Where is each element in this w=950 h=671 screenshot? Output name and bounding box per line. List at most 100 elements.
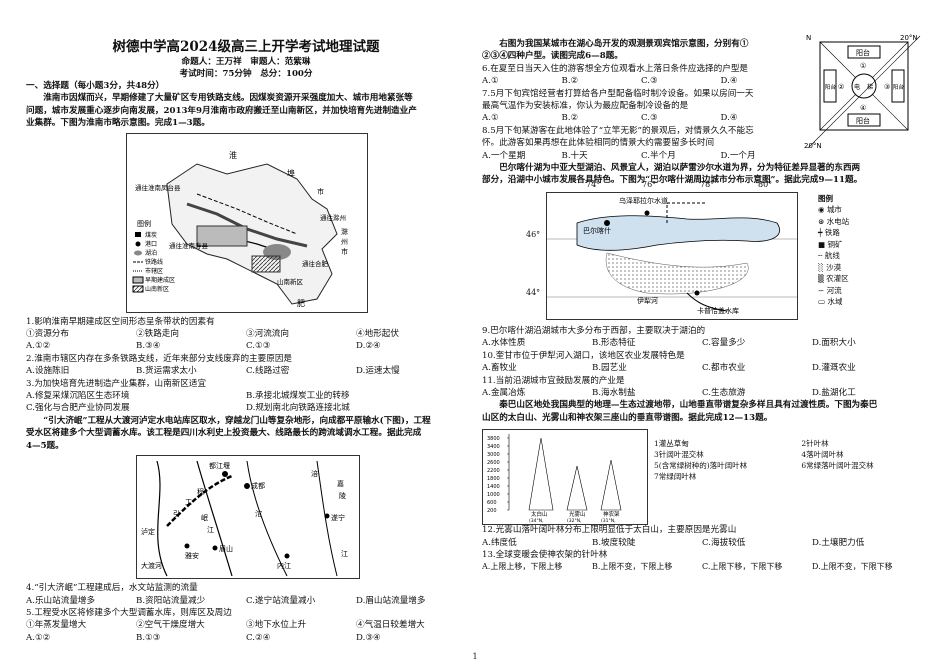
option: B.② bbox=[561, 76, 579, 87]
lat-label: 20°N bbox=[900, 34, 918, 42]
unit-label: ① bbox=[860, 62, 866, 70]
option: D.面积大小 bbox=[812, 338, 856, 349]
option: C.线路过密 bbox=[246, 366, 290, 377]
legend-item: 湖泊 bbox=[145, 249, 157, 257]
question-8: 8.5月下旬某游客在此地体验了“立竿无影”的景观后，对情景久久不能忘 bbox=[482, 125, 754, 136]
legend-item: ◉ 城市 bbox=[818, 205, 842, 215]
mountain-lat: (34°N, bbox=[529, 518, 544, 524]
legend-item: 3针阔叶混交林 bbox=[654, 450, 704, 460]
river-min bbox=[196, 460, 233, 577]
intro-line: ②③④四种户型。读图完成6—8题。 bbox=[482, 51, 623, 62]
intro-line: 业集群。下图为淮南市略示意图。完成1—3题。 bbox=[26, 118, 210, 129]
question-8-cont: 怀。此游客如果再想在此体验相同的情景大约需要留多长时间 bbox=[482, 138, 715, 149]
label: 岷 bbox=[201, 513, 208, 522]
y-tick-label: 1800 bbox=[487, 476, 500, 482]
legend-title: 图例 bbox=[137, 219, 151, 228]
legend-label: 水域 bbox=[827, 297, 843, 307]
balkhash-map-svg: 74° 乌泽耶拉尔水道 巴尔喀什 卡普恰盖水库 伊犁河 bbox=[547, 187, 797, 315]
legend-item: 港口 bbox=[145, 240, 157, 248]
section-heading: 一、选择题（每小题3分，共48分） bbox=[26, 81, 165, 91]
legend: 煤炭 港口 湖泊 铁路线 市辖区 早期建成区 山南新区 bbox=[132, 231, 175, 293]
statement: ②铁路走向 bbox=[136, 329, 179, 340]
option: D.规划南北向铁路连接北城 bbox=[246, 403, 350, 414]
option: A.纬度低 bbox=[482, 537, 517, 548]
statement: ④气温日较差增大 bbox=[356, 620, 425, 631]
hotel-diagram-svg: N 20°N 20°N 阳台 阳台 阳台 阳台 ① ② ③ ④ 电 梯 bbox=[804, 34, 921, 150]
option: A.①② bbox=[26, 341, 51, 352]
y-tick-label: 1400 bbox=[487, 484, 500, 490]
mountain-name: 神农架 bbox=[603, 510, 620, 518]
exam-meta: 考试时间：75分钟 总分：100分 bbox=[179, 69, 313, 79]
y-tick-label: 2200 bbox=[487, 468, 500, 474]
mountain-name: 光雾山 bbox=[569, 510, 586, 518]
label-bu: 埠 bbox=[287, 168, 295, 178]
option: A.一个星期 bbox=[482, 150, 526, 161]
option: A.① bbox=[482, 76, 499, 87]
option: D.运速太慢 bbox=[356, 366, 400, 377]
option: D.盐湖化工 bbox=[812, 387, 856, 398]
option: A.乐山站流量增多 bbox=[26, 595, 96, 606]
label-chuzhou: 通往滁州 bbox=[320, 213, 346, 222]
lake-labels: 乌泽耶拉尔水道 巴尔喀什 卡普恰盖水库 伊犁河 bbox=[583, 196, 739, 315]
option: B.货运需求太小 bbox=[136, 366, 197, 377]
intro-line: 右图为我国某城市在湖心岛开发的观测景观宾馆示意图，分别有① bbox=[499, 39, 749, 49]
legend-label: 水电站 bbox=[826, 216, 850, 226]
label: 工 bbox=[185, 498, 192, 506]
option: A.① bbox=[482, 113, 499, 124]
option: C.容量多少 bbox=[702, 338, 746, 349]
option: B.十天 bbox=[561, 150, 588, 161]
question-3: 3.为加快培育先进制造产业集群，山南新区适宜 bbox=[26, 378, 207, 389]
desert-area bbox=[605, 252, 749, 295]
unit-label: ④ bbox=[860, 104, 866, 112]
label: 遂宁 bbox=[331, 513, 345, 522]
label: 伊犁河 bbox=[637, 296, 658, 305]
mountain-guangwu bbox=[566, 466, 588, 511]
option: D.②④ bbox=[356, 341, 381, 352]
mountain-shennongjia bbox=[600, 460, 622, 511]
legend-label: 铜矿 bbox=[827, 239, 843, 249]
legend-item: ⊛ 水电站 bbox=[818, 216, 850, 226]
label-shouxian: 通往淮南寿县 bbox=[169, 241, 209, 250]
map2-labels: 都江堰 成都 泸定 雅安 眉山 内江 遂宁 大渡河 引 工 程 岷 江 涪 沱 … bbox=[141, 461, 348, 570]
intro-line: 部分，沿湖中小城市发展各具特色。下图为“巴尔喀什湖周边城市分布示意图”。据此完成… bbox=[482, 175, 863, 186]
option: C.上限下移，下限下移 bbox=[702, 562, 783, 572]
label: 巴尔喀什 bbox=[583, 226, 611, 235]
railway-line bbox=[196, 193, 298, 235]
option: C.海拔较低 bbox=[702, 537, 746, 548]
option: B.坡度较陡 bbox=[592, 537, 636, 548]
option: B.①③ bbox=[136, 632, 161, 643]
intro-line: “引大济岷”工程从大渡河泸定水电站库区取水，穿越龙门山等复杂地形，向成都平原输水… bbox=[43, 415, 431, 426]
option: C.遂宁站流量减小 bbox=[246, 595, 316, 606]
intro-line: 秦巴山区地处我国典型的地理—生态过渡地带，山地垂直带谱复杂多样且具有过渡性质。下… bbox=[499, 400, 878, 411]
y-tick-label: 1000 bbox=[487, 492, 500, 498]
balcony-label: 阳台 bbox=[856, 48, 870, 57]
legend-item: 2针叶林 bbox=[801, 439, 829, 449]
intro-line: 4—5题。 bbox=[26, 440, 64, 451]
question-5: 5.工程受水区将修建多个大型调蓄水库，则库区及周边 bbox=[26, 607, 232, 618]
option: D.④ bbox=[720, 113, 738, 124]
y-tick-label: 600 bbox=[487, 500, 497, 506]
legend-item: ■ 铜矿 bbox=[818, 239, 843, 249]
huainan-map-svg: 淮 埠 通往淮南凤台县 市 通往滁州 通往合肥 肥 通往淮南寿县 山南新区 滁 … bbox=[132, 150, 348, 308]
option: B.海水制盐 bbox=[592, 387, 636, 398]
legend-item: ╌ 航线 bbox=[818, 251, 840, 261]
legend-item: 市辖区 bbox=[145, 267, 163, 275]
option: C.都市农业 bbox=[702, 363, 746, 374]
legend-item: ∽ 河流 bbox=[818, 285, 842, 295]
label-fengtai: 通往淮南凤台县 bbox=[135, 183, 181, 192]
label: 程 bbox=[197, 487, 204, 496]
lon-label: 78° bbox=[700, 179, 715, 189]
option: D.上限不变，下限下移 bbox=[812, 562, 893, 572]
option: A.修复采煤沉陷区生态环境 bbox=[26, 391, 130, 402]
legend-label: 铁路 bbox=[824, 228, 840, 238]
label: 涪 bbox=[311, 469, 318, 478]
label: 江 bbox=[207, 526, 214, 534]
